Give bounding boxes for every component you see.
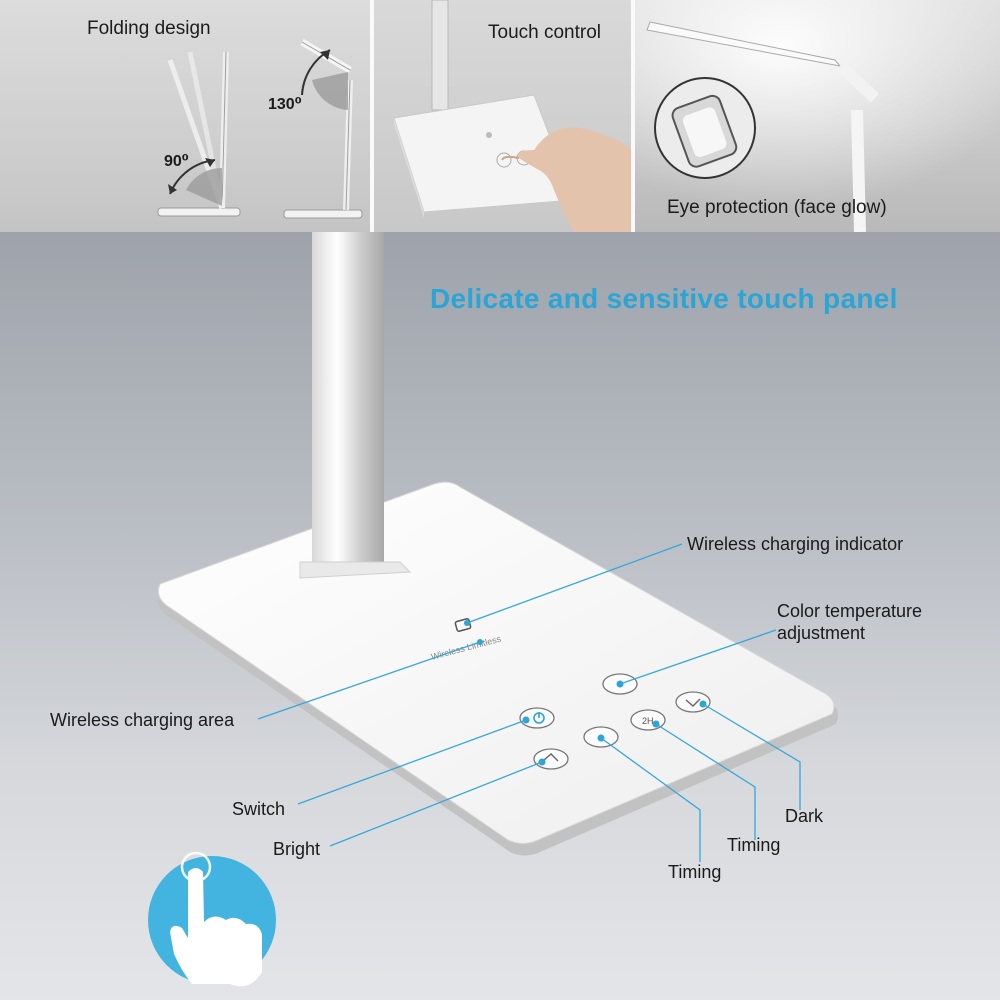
folding-lamp-illustration (157, 38, 363, 219)
label-switch: Switch (232, 799, 286, 819)
folding-design-caption: Folding design (87, 18, 211, 39)
timing-button-lower[interactable] (583, 726, 619, 748)
folding-design-panel: Folding design 90⁰ 130⁰ (0, 0, 370, 232)
callout-lines (257, 543, 801, 862)
angle-90-label: 90⁰ (164, 153, 189, 170)
eye-protection-illustration (635, 0, 1000, 232)
angle-130-label: 130⁰ (268, 96, 302, 113)
switch-button[interactable] (519, 707, 555, 729)
touch-control-illustration (393, 0, 631, 232)
label-dark: Dark (785, 806, 824, 826)
bright-button[interactable] (533, 748, 569, 770)
touch-control-panel: Touch control (374, 0, 631, 232)
eye-protection-panel: Eye protection (face glow) (635, 0, 1000, 232)
label-color-temperature-line2: adjustment (777, 623, 866, 643)
label-timing-upper: Timing (727, 835, 781, 855)
headline: Delicate and sensitive touch panel (430, 283, 898, 314)
lamp-base-illustration (158, 232, 838, 856)
touch-hand-icon (170, 868, 262, 987)
touch-panel-controls: Wireless Limitless 2H (257, 543, 801, 862)
timer-icon: 2H (642, 716, 654, 726)
label-bright: Bright (273, 839, 321, 859)
touch-hand-badge (148, 851, 276, 987)
label-wireless-charging-indicator: Wireless charging indicator (687, 534, 904, 554)
label-wireless-charging-area: Wireless charging area (50, 710, 235, 730)
label-color-temperature-line1: Color temperature (777, 601, 923, 621)
eye-protection-caption: Eye protection (face glow) (667, 197, 887, 218)
label-timing-lower: Timing (668, 862, 722, 882)
dark-icon (685, 698, 701, 707)
bright-icon (543, 753, 559, 762)
touch-control-caption: Touch control (488, 22, 602, 43)
main-product-section: Delicate and sensitive touch panel Wirel… (0, 232, 1000, 1000)
